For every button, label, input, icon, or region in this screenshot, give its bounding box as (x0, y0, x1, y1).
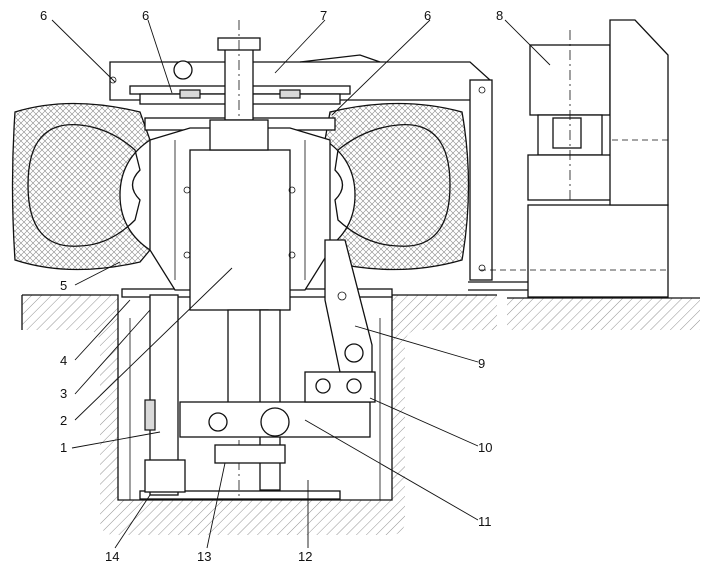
label-5: 5 (60, 278, 67, 293)
label-7: 6 (142, 8, 149, 23)
motor-unit (468, 19, 669, 298)
spindle (217, 20, 261, 500)
label-9: 8 (496, 8, 503, 23)
part-labels: 6 6 7 6 8 5 4 3 2 1 9 10 11 12 13 14 (40, 8, 503, 564)
label-6-left: 6 (40, 8, 47, 23)
label-13: 12 (298, 549, 312, 564)
lower-column (144, 294, 371, 496)
leader-lines (51, 19, 551, 549)
label-6-right: 6 (424, 8, 431, 23)
label-15: 14 (105, 549, 119, 564)
label-10: 9 (478, 356, 485, 371)
ground-foundation (21, 294, 700, 535)
housing (149, 119, 331, 311)
label-12: 11 (478, 514, 492, 529)
label-1: 1 (60, 440, 67, 455)
label-11: 10 (478, 440, 492, 455)
lever-arm (304, 239, 376, 403)
label-2: 2 (60, 413, 67, 428)
label-4: 4 (60, 353, 67, 368)
label-14: 13 (197, 549, 211, 564)
tire-section (11, 102, 470, 271)
label-3: 3 (60, 386, 67, 401)
label-8: 7 (320, 8, 327, 23)
